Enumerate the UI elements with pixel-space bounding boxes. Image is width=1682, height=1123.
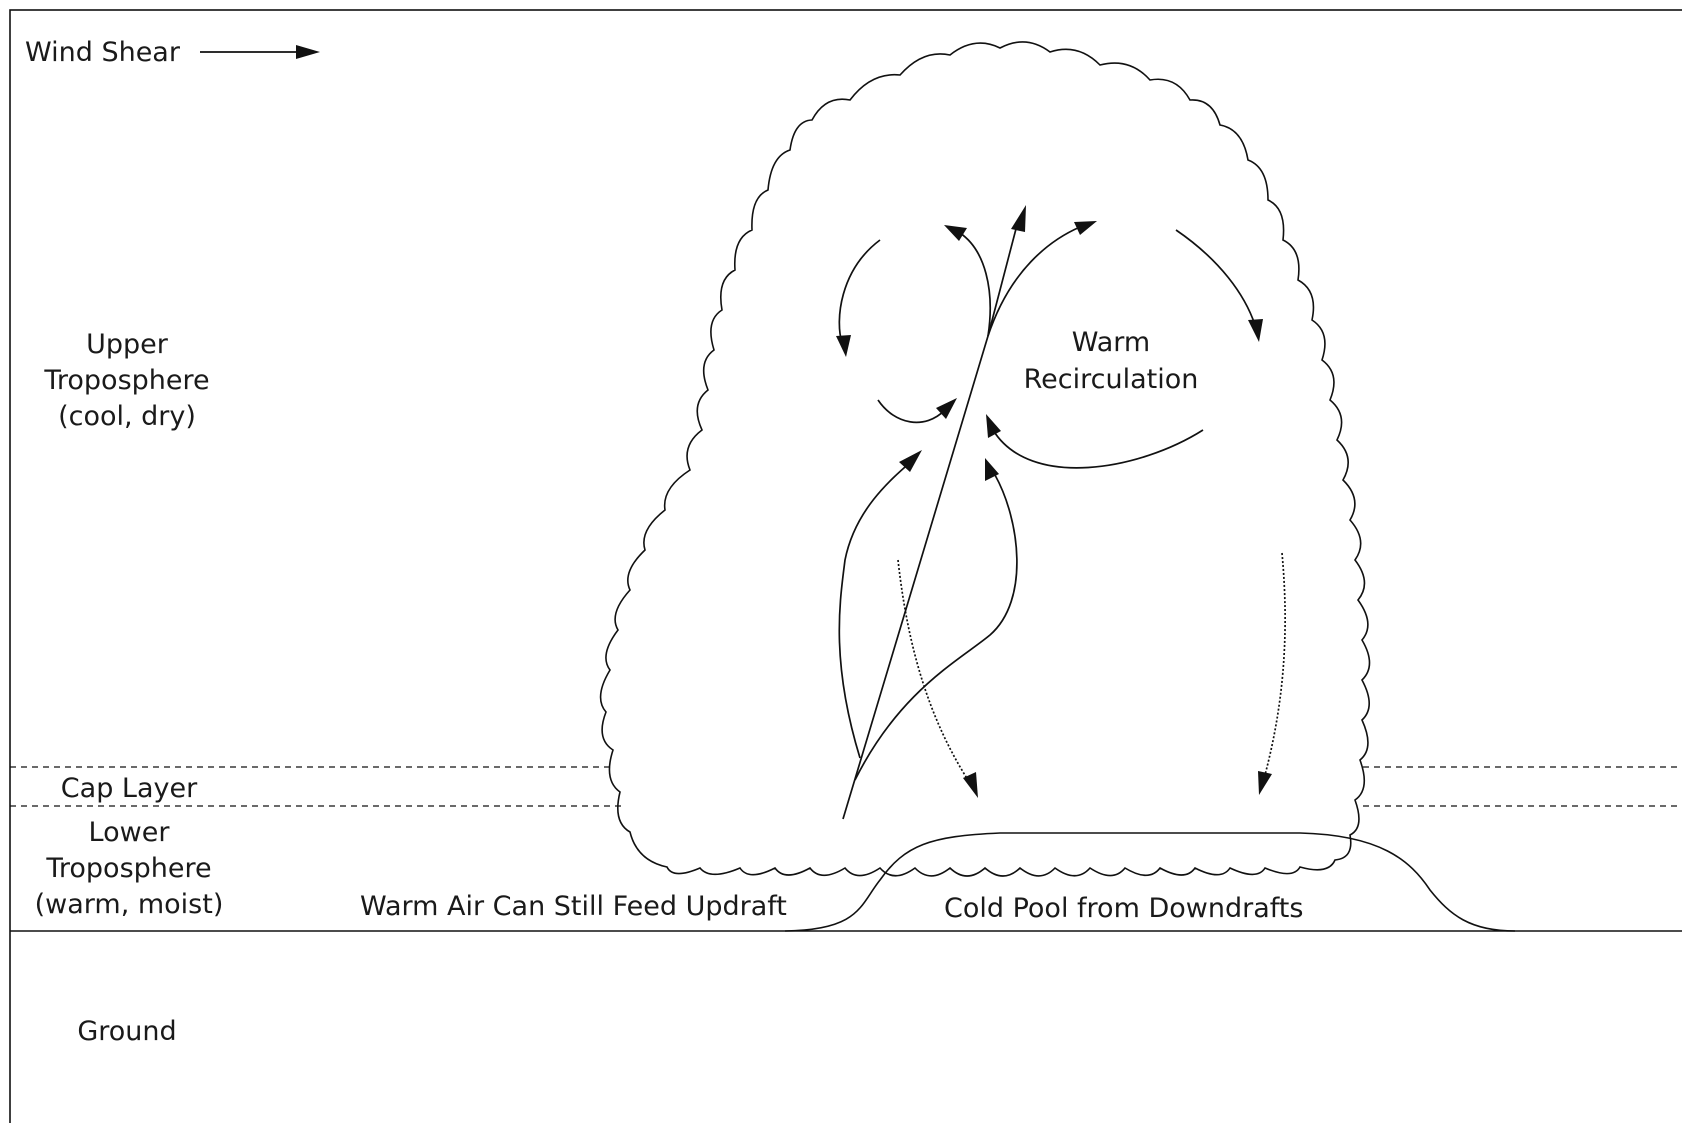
arrowhead-recirc-right-bottom (986, 414, 1001, 438)
arrowhead-right (1074, 221, 1097, 235)
updraft-flows (836, 205, 1286, 820)
arrowhead-inflow-left (899, 450, 922, 472)
ground-label: Ground (77, 1016, 176, 1047)
warm-air-feed-label: Warm Air Can Still Feed Updraft (360, 891, 787, 922)
lower-troposphere-line-2: Troposphere (45, 853, 211, 884)
wind-shear-label: Wind Shear (25, 37, 181, 68)
cap-layer-label: Cap Layer (61, 773, 198, 804)
arrowhead-recirc-left-loop (836, 335, 851, 357)
wind-shear-arrowhead (296, 45, 320, 59)
downdraft-center (897, 559, 969, 781)
arrowhead-recirc-right-top (1248, 319, 1263, 342)
cold-pool-outline (784, 832, 1516, 932)
warm-recirculation-line-2: Recirculation (1024, 364, 1199, 395)
lower-troposphere-line-3: (warm, moist) (35, 889, 224, 920)
arrowhead-inflow-right (985, 458, 999, 481)
arrowhead-center (1011, 205, 1026, 232)
lower-troposphere-line-1: Lower (89, 817, 171, 848)
upper-troposphere-line-1: Upper (86, 329, 169, 360)
arrowhead-downdraft-center (963, 772, 978, 798)
warm-recirculation-line-1: Warm (1072, 327, 1150, 358)
upper-troposphere-line-2: Troposphere (43, 365, 209, 396)
updraft-branch-center (987, 224, 1018, 337)
recirc-right-bottom (992, 429, 1204, 469)
arrowhead-recirc-left-return (936, 398, 957, 419)
updraft-branch-right (987, 226, 1081, 337)
recirc-left-loop (838, 239, 881, 344)
inflow-right (854, 474, 1018, 781)
recirc-right-top (1175, 229, 1256, 326)
updraft-branch-left (959, 232, 991, 337)
recirc-left-return (877, 399, 946, 424)
arrowhead-left (944, 225, 967, 241)
upper-troposphere-line-3: (cool, dry) (58, 401, 196, 432)
diagram-frame (9, 9, 1682, 1123)
main-updraft-line (842, 335, 989, 820)
downdraft-right (1264, 552, 1286, 776)
inflow-left (838, 459, 914, 759)
storm-cloud-outline (599, 41, 1371, 877)
cold-pool-label: Cold Pool from Downdrafts (944, 893, 1303, 924)
arrowhead-downdraft-right (1258, 771, 1272, 795)
